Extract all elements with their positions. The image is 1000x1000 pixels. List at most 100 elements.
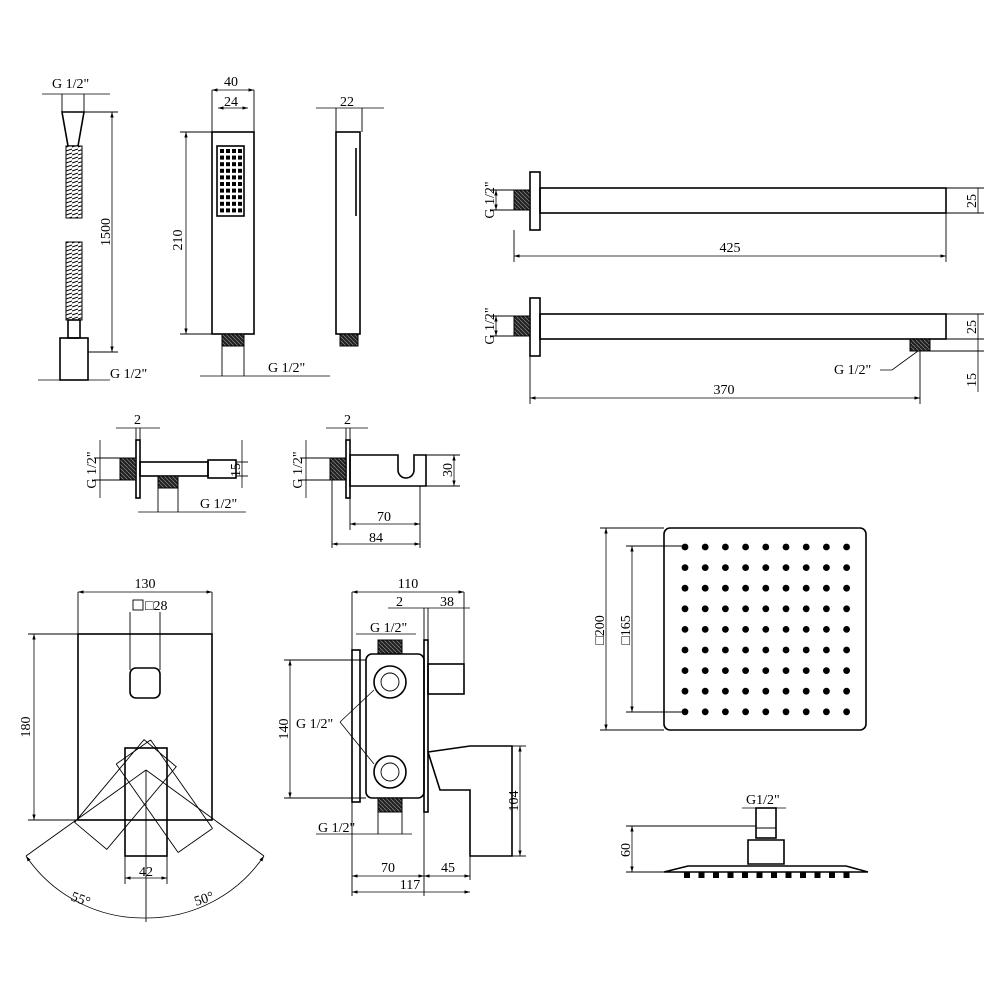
hand-shower-nozzle xyxy=(232,175,236,180)
head-side-nozzle xyxy=(727,872,734,878)
arm-top-length: 425 xyxy=(720,241,741,256)
head-nozzle xyxy=(762,687,770,695)
head-nozzle xyxy=(843,708,850,716)
head-nozzle xyxy=(722,687,729,695)
head-side-nozzle xyxy=(829,872,835,878)
arm-outlet-offset: 15 xyxy=(965,373,980,387)
hand-shower-nozzle xyxy=(238,188,242,193)
hand-shower-depth: 22 xyxy=(340,95,354,110)
lever-rot-right xyxy=(73,739,177,851)
arm-bottom-thread: G 1/2" xyxy=(483,307,498,344)
hand-shower-nozzle xyxy=(238,155,242,160)
mixer-diverter-button xyxy=(129,667,161,699)
hand-shower-nozzle xyxy=(220,168,224,173)
hand-shower-nozzle xyxy=(220,155,224,160)
hand-shower-nozzle xyxy=(226,175,230,180)
head-nozzle xyxy=(762,605,770,613)
hand-shower-holder: 2 G 1/2" 30 70 84 xyxy=(291,413,460,548)
head-nozzle xyxy=(742,564,749,571)
head-nozzle xyxy=(742,646,749,654)
mixer-side-thread-mid: G 1/2" xyxy=(296,717,333,732)
mixer-side-width: 110 xyxy=(398,577,418,592)
shower-arm-425: G 1/2" 25 425 xyxy=(483,171,984,262)
hand-shower-thread: G 1/2" xyxy=(268,361,305,376)
head-side-nozzle xyxy=(814,872,821,878)
hand-shower-nozzle xyxy=(220,175,224,180)
wall-outlet-drawing: 2 G 1/2" 15 G 1/2" xyxy=(85,413,248,513)
head-nozzle xyxy=(742,605,749,613)
hand-shower-nozzle xyxy=(238,168,242,173)
mixer-plate xyxy=(77,633,213,821)
head-side-nozzle xyxy=(800,872,806,878)
head-nozzle xyxy=(701,626,709,633)
head-nozzle xyxy=(681,667,689,674)
mixer-port-bottom xyxy=(373,755,407,789)
head-side-height: 60 xyxy=(619,843,634,857)
head-nozzle xyxy=(742,543,749,551)
head-nozzle xyxy=(823,708,830,716)
head-nozzle xyxy=(762,708,770,716)
head-side-nozzle xyxy=(742,872,748,878)
head-nozzle xyxy=(722,543,729,551)
head-nozzle xyxy=(722,646,729,654)
holder-length-outer: 84 xyxy=(369,531,383,546)
head-nozzle xyxy=(843,584,850,592)
hand-shower-nozzle xyxy=(232,201,236,206)
head-nozzle xyxy=(823,584,830,592)
head-side-nozzle xyxy=(698,872,705,878)
head-nozzle xyxy=(782,605,790,613)
head-nozzle xyxy=(701,667,709,674)
hand-shower-nozzles xyxy=(220,149,242,213)
mixer-side-flange: 2 xyxy=(396,595,403,610)
head-nozzle xyxy=(843,543,850,551)
hand-shower-front: 40 24 210 G 1/2" xyxy=(171,75,330,377)
hand-shower-nozzle xyxy=(238,208,242,213)
head-nozzle xyxy=(762,564,770,571)
head-nozzle xyxy=(681,626,689,633)
head-nozzle xyxy=(782,667,790,674)
head-nozzle xyxy=(742,667,749,674)
head-inner-size: □165 xyxy=(619,615,634,644)
mixer-side-view: 110 2 38 G 1/2" 140 G 1/2" 104 G 1/2" 70 xyxy=(277,577,526,896)
hand-shower-nozzle xyxy=(232,155,236,160)
hand-shower-nozzle xyxy=(232,149,236,153)
holder-body xyxy=(349,454,427,487)
head-nozzle xyxy=(802,564,810,571)
head-side-nozzle xyxy=(756,872,763,878)
head-nozzle xyxy=(681,584,689,592)
mixer-side-thread-bottom: G 1/2" xyxy=(318,821,355,836)
head-side-nozzle xyxy=(785,872,792,878)
mixer-side-lever-depth: 45 xyxy=(441,861,455,876)
head-nozzle xyxy=(681,564,689,571)
head-nozzle xyxy=(722,584,729,592)
hand-shower-nozzle xyxy=(220,195,224,200)
head-nozzle xyxy=(782,708,790,716)
head-nozzle xyxy=(843,564,850,571)
head-nozzle xyxy=(823,564,830,571)
holder-length-inner: 70 xyxy=(377,510,391,525)
outlet-body xyxy=(139,461,209,477)
hand-shower-width-outer: 40 xyxy=(224,75,238,90)
mixer-side-thread-top: G 1/2" xyxy=(370,621,407,636)
mixer-side-total-depth: 117 xyxy=(400,878,420,893)
head-nozzle xyxy=(681,687,689,695)
hand-shower-nozzle xyxy=(226,208,230,213)
hand-shower-nozzle xyxy=(238,195,242,200)
head-nozzle xyxy=(681,543,689,551)
head-nozzle xyxy=(742,584,749,592)
mixer-front-width: 130 xyxy=(135,577,156,592)
head-nozzle xyxy=(802,708,810,716)
hose-top-thread: G 1/2" xyxy=(52,77,89,92)
head-nozzle xyxy=(823,646,830,654)
arm-bottom-height: 25 xyxy=(965,320,980,334)
head-nozzle xyxy=(762,667,770,674)
hose-collar xyxy=(67,319,81,339)
head-nozzle xyxy=(722,708,729,716)
arm-tube xyxy=(539,187,947,214)
head-swivel xyxy=(747,839,785,865)
hand-shower-width-inner: 24 xyxy=(224,95,238,110)
holder-thread: G 1/2" xyxy=(291,451,306,488)
head-nozzle xyxy=(722,605,729,613)
hose-coil-bottom xyxy=(65,241,83,321)
hand-shower-nozzle xyxy=(232,188,236,193)
